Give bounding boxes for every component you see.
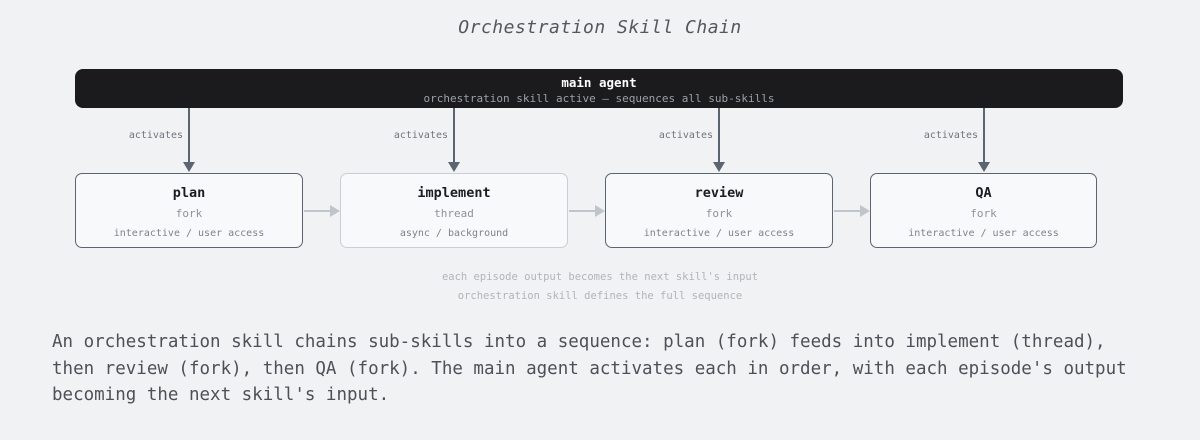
activates-label-qa: activates: [923, 130, 978, 141]
skill-type: thread: [434, 207, 474, 220]
skill-box-qa: QA fork interactive / user access: [870, 173, 1097, 248]
skill-name: implement: [417, 185, 491, 201]
skill-name: review: [694, 185, 744, 201]
connector-implement-review: [569, 210, 597, 212]
skill-box-review: review fork interactive / user access: [605, 173, 833, 248]
description-line: becoming the next skill's input.: [52, 385, 390, 405]
skill-access: async / background: [399, 228, 509, 239]
skill-box-plan: plan fork interactive / user access: [75, 173, 303, 248]
skill-access: interactive / user access: [643, 228, 795, 239]
activates-label-review: activates: [658, 130, 713, 141]
activation-arrow-stem-plan: [188, 108, 190, 163]
activation-arrow-head-icon: [448, 162, 460, 172]
skill-access: interactive / user access: [113, 228, 265, 239]
main-agent-bar: main agent orchestration skill active — …: [75, 69, 1123, 108]
activation-arrow-head-icon: [183, 162, 195, 172]
arrow-right-icon: [595, 205, 605, 217]
description-line: An orchestration skill chains sub-skills…: [52, 332, 1106, 352]
connector-plan-implement: [304, 210, 332, 212]
flow-caption-1: each episode output becomes the next ski…: [441, 271, 759, 283]
activates-label-implement: activates: [393, 130, 448, 141]
arrow-right-icon: [860, 205, 870, 217]
main-agent-label: main agent: [561, 75, 637, 90]
skill-box-implement: implement thread async / background: [340, 173, 568, 248]
connector-review-qa: [834, 210, 862, 212]
activation-arrow-head-icon: [978, 162, 990, 172]
skill-type: fork: [175, 207, 203, 220]
activation-arrow-head-icon: [713, 162, 725, 172]
main-agent-subtitle: orchestration skill active — sequences a…: [423, 92, 775, 105]
activation-arrow-stem-qa: [983, 108, 985, 163]
activation-arrow-stem-implement: [453, 108, 455, 163]
flow-caption-2: orchestration skill defines the full seq…: [457, 290, 743, 302]
description-paragraph: An orchestration skill chains sub-skills…: [52, 329, 1127, 409]
skill-type: fork: [970, 207, 997, 220]
skill-access: interactive / user access: [908, 228, 1059, 239]
arrow-right-icon: [330, 205, 340, 217]
diagram-title: Orchestration Skill Chain: [458, 17, 742, 38]
activates-label-plan: activates: [128, 130, 183, 141]
skill-type: fork: [705, 207, 733, 220]
activation-arrow-stem-review: [718, 108, 720, 163]
description-line: then review (fork), then QA (fork). The …: [52, 358, 1127, 379]
skill-name: QA: [975, 185, 992, 201]
skill-name: plan: [172, 185, 206, 201]
